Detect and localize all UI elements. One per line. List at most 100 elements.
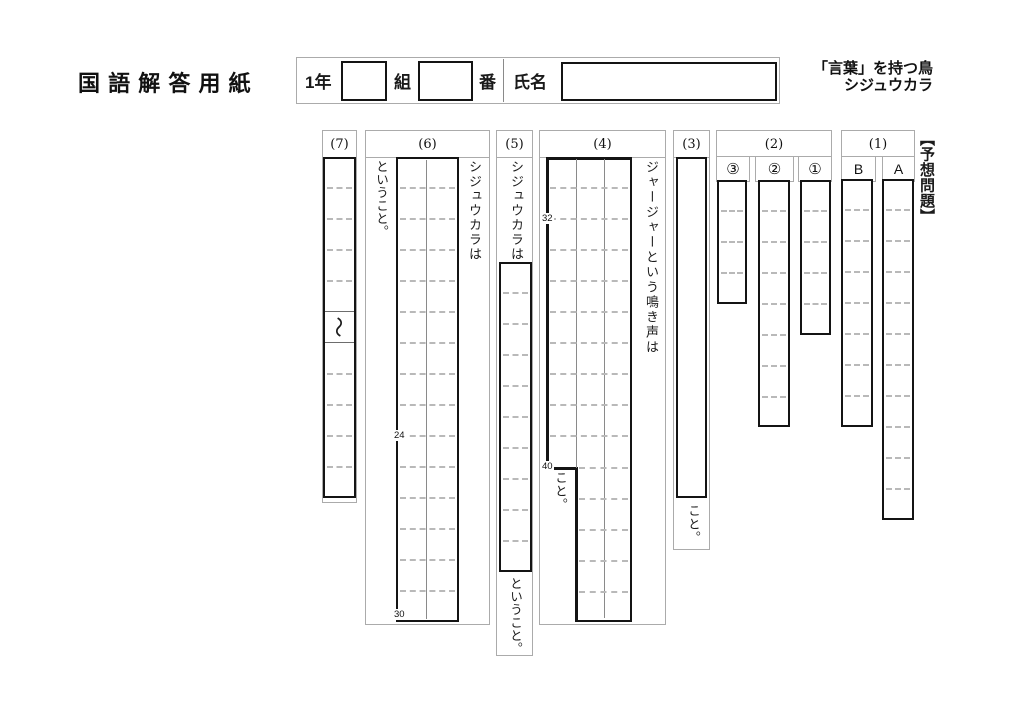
number-label: 番 <box>479 73 496 92</box>
section-1-subA-header: A <box>882 156 915 182</box>
section-4-lead-text: ジャージャーという鳴き声は <box>643 160 658 355</box>
cell-divider <box>503 323 528 325</box>
class-input-box[interactable] <box>341 61 387 101</box>
cell-divider <box>325 311 354 312</box>
cell-divider <box>886 271 910 273</box>
cell-divider <box>503 292 528 294</box>
cell-divider <box>503 354 528 356</box>
char-count-marker-40: 40 <box>541 461 554 472</box>
cell-divider <box>400 342 455 344</box>
section-2-sub1-header: ① <box>798 156 832 182</box>
cell-divider <box>400 466 455 468</box>
cell-divider <box>327 218 352 220</box>
cell-divider <box>762 241 786 243</box>
section-3-tail-text: こと。 <box>686 504 701 545</box>
section-4: (4) <box>539 130 666 625</box>
answer-box-2-3[interactable] <box>717 180 747 304</box>
section-2-header: (2) <box>764 137 784 152</box>
cell-divider <box>886 395 910 397</box>
cell-divider <box>886 426 910 428</box>
cell-divider <box>886 240 910 242</box>
cell-divider <box>327 280 352 282</box>
cell-divider <box>327 249 352 251</box>
section-4-tail-text: こと。 <box>553 471 568 512</box>
cell-divider <box>804 272 827 274</box>
cell-divider <box>400 280 455 282</box>
cell-divider <box>762 210 786 212</box>
cell-divider <box>327 187 352 189</box>
cell-divider <box>550 218 628 220</box>
section-1-header: (1) <box>868 137 888 152</box>
section-5-lead-text: シジュウカラは <box>508 160 523 262</box>
answer-box-4[interactable] <box>546 157 632 622</box>
cell-divider <box>845 240 869 242</box>
section-7-header: (7) <box>323 131 356 158</box>
cell-divider <box>503 447 528 449</box>
answer-box-5[interactable] <box>499 262 532 572</box>
cell-divider <box>721 272 743 274</box>
name-input-box[interactable] <box>561 62 777 101</box>
cell-divider <box>886 333 910 335</box>
section-5-header: (5) <box>497 131 532 158</box>
cell-divider <box>400 559 455 561</box>
section-2: (2) <box>716 130 832 157</box>
section-4-header: (4) <box>540 131 665 158</box>
cell-divider <box>762 396 786 398</box>
cell-divider <box>400 404 455 406</box>
section-6-header: (6) <box>366 131 489 158</box>
side-label: 【予想問題】 <box>918 131 935 224</box>
cell-divider <box>550 249 628 251</box>
cell-divider <box>845 302 869 304</box>
cell-divider <box>503 478 528 480</box>
cell-divider <box>325 342 354 343</box>
answer-box-1-b[interactable] <box>841 179 873 427</box>
cell-divider <box>845 209 869 211</box>
range-mark: 〜 <box>326 316 350 338</box>
box-border <box>575 467 578 622</box>
number-input-box[interactable] <box>418 61 473 101</box>
cell-divider <box>503 509 528 511</box>
name-label: 氏名 <box>513 73 547 92</box>
cell-divider <box>886 488 910 490</box>
class-label: 組 <box>394 73 411 92</box>
cell-divider <box>579 560 628 562</box>
cell-divider <box>503 385 528 387</box>
cell-divider <box>579 498 628 500</box>
cell-divider <box>762 272 786 274</box>
cell-divider <box>845 333 869 335</box>
section-3-header: (3) <box>674 131 709 158</box>
answer-box-1-a[interactable] <box>882 179 914 520</box>
subject-title: 「言葉」を持つ鳥 シジュウカラ <box>760 60 933 94</box>
cell-divider <box>550 187 628 189</box>
cell-divider <box>762 365 786 367</box>
cell-divider <box>503 416 528 418</box>
student-info-strip: 1年 組 番 氏名 <box>296 57 780 104</box>
cell-divider <box>886 457 910 459</box>
cell-divider <box>327 466 352 468</box>
cell-divider <box>400 373 455 375</box>
column-divider <box>604 159 605 618</box>
section-6-lead-text: シジュウカラは <box>466 160 481 262</box>
cell-divider <box>550 311 628 313</box>
cell-divider <box>400 218 455 220</box>
answer-box-3[interactable] <box>676 157 707 498</box>
column-divider <box>426 160 427 619</box>
section-1-subB-header: B <box>841 156 876 182</box>
answer-box-2-2[interactable] <box>758 180 790 427</box>
box-border <box>546 157 549 469</box>
answer-box-6[interactable] <box>396 157 459 622</box>
cell-divider <box>400 528 455 530</box>
strip-divider <box>503 59 504 102</box>
box-border <box>546 467 577 470</box>
section-5-tail-text: ということ。 <box>508 577 523 655</box>
cell-divider <box>400 590 455 592</box>
box-border <box>575 619 632 622</box>
cell-divider <box>327 404 352 406</box>
cell-divider <box>503 540 528 542</box>
answer-box-2-1[interactable] <box>800 180 831 335</box>
cell-divider <box>400 435 455 437</box>
cell-divider <box>579 591 628 593</box>
cell-divider <box>400 187 455 189</box>
answer-box-7[interactable]: 〜 <box>323 157 356 498</box>
cell-divider <box>327 435 352 437</box>
